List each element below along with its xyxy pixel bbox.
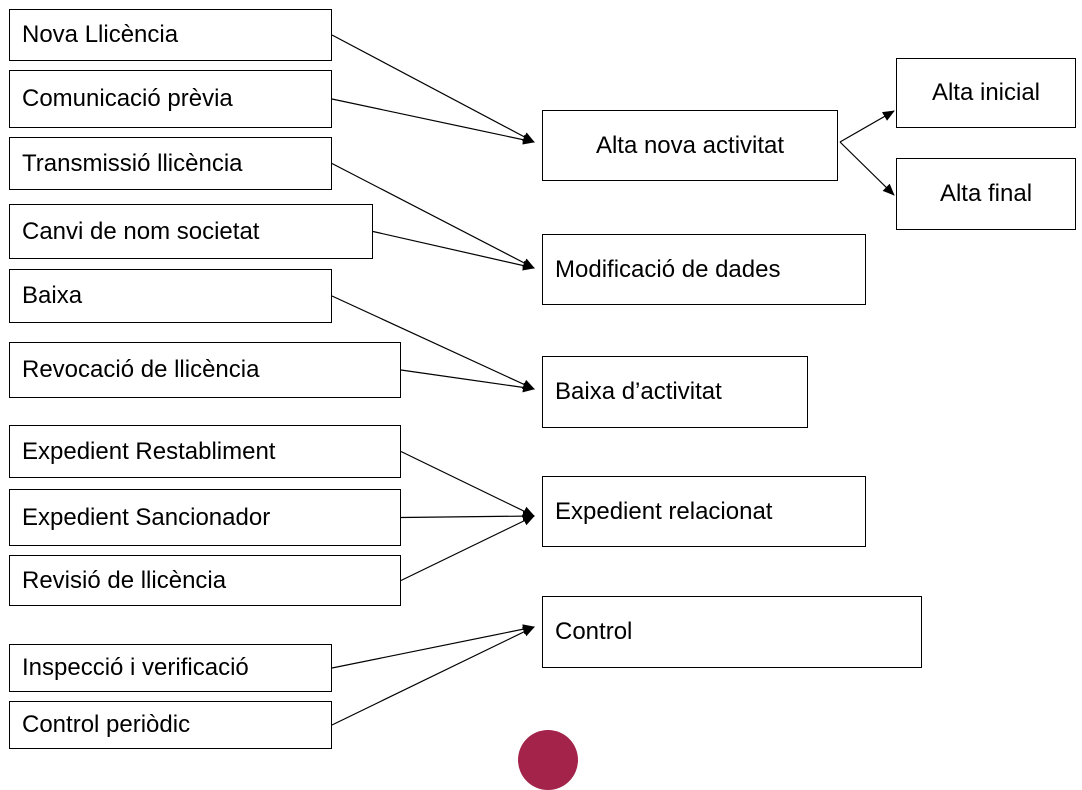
source-label: Expedient Restabliment [22, 437, 276, 465]
source-box-inspeccio-verificacio: Inspecció i verificació [9, 644, 332, 692]
source-label: Baixa [22, 282, 83, 309]
target-box-baixa-activitat: Baixa d’activitat [542, 356, 808, 428]
connector-inspeccio_verificacio-to-control [331, 624, 535, 669]
connector-revisio_llicencia-to-expedient_relacionat [400, 515, 535, 582]
target-box-expedient-relacionat: Expedient relacionat [542, 476, 866, 547]
target-label: Modificació de dades [555, 255, 781, 283]
source-box-revocacio-llicencia: Revocació de llicència [9, 342, 401, 398]
outcome-label: Alta inicial [931, 79, 1041, 106]
source-label: Comunicació prèvia [22, 85, 233, 112]
source-label: Expedient Sancionador [22, 503, 271, 531]
connector-expedient_sancionador-to-expedient_relacionat [400, 511, 535, 522]
source-box-expedient-restabliment: Expedient Restabliment [9, 425, 401, 478]
target-box-control: Control [542, 596, 922, 668]
connector-alta_nova_activitat-to-alta_inicial [839, 110, 895, 143]
connector-control_periodic-to-control [331, 626, 535, 726]
source-label: Transmissió llicència [22, 149, 243, 177]
source-label: Inspecció i verificació [22, 654, 249, 681]
source-box-baixa: Baixa [9, 269, 332, 323]
target-label: Control [555, 618, 633, 645]
connector-baixa-to-baixa_activitat [331, 295, 535, 390]
connector-revocacio_llicencia-to-baixa_activitat [400, 369, 535, 393]
source-box-transmissio-llicencia: Transmissió llicència [9, 137, 332, 190]
target-label: Baixa d’activitat [555, 378, 722, 405]
source-label: Control periòdic [22, 711, 191, 738]
connector-comunicacio_previa-to-alta_nova_activitat [331, 98, 535, 145]
decorative-circle [518, 730, 578, 790]
source-box-nova-llicencia: Nova Llicència [9, 9, 332, 61]
target-label: Alta nova activitat [595, 131, 785, 159]
source-box-control-periodic: Control periòdic [9, 701, 332, 749]
process-diagram: Nova Llicència Comunicació prèvia Transm… [9, 9, 1076, 790]
source-label: Revisió de llicència [22, 566, 227, 594]
connector-nova_llicencia-to-alta_nova_activitat [331, 34, 535, 143]
outcome-label: Alta final [939, 180, 1033, 207]
connector-alta_nova_activitat-to-alta_final [839, 141, 895, 196]
source-label: Revocació de llicència [22, 356, 260, 383]
target-box-alta-nova-activitat: Alta nova activitat [542, 110, 838, 181]
source-box-revisio-llicencia: Revisió de llicència [9, 555, 401, 606]
source-label: Canvi de nom societat [22, 217, 260, 245]
source-label: Nova Llicència [22, 21, 179, 48]
connector-layer [331, 34, 895, 726]
source-box-comunicacio-previa: Comunicació prèvia [9, 70, 332, 128]
outcome-box-alta-inicial: Alta inicial [896, 58, 1076, 128]
target-box-modificacio-dades: Modificació de dades [542, 234, 866, 305]
connector-expedient_restabliment-to-expedient_relacionat [400, 450, 535, 517]
source-box-expedient-sancionador: Expedient Sancionador [9, 489, 401, 546]
target-label: Expedient relacionat [555, 497, 773, 525]
source-box-canvi-nom-societat: Canvi de nom societat [9, 204, 373, 259]
outcome-box-alta-final: Alta final [896, 158, 1076, 230]
connector-transmissio_llicencia-to-modificacio_dades [331, 162, 535, 269]
connector-canvi_nom_societat-to-modificacio_dades [372, 230, 535, 271]
